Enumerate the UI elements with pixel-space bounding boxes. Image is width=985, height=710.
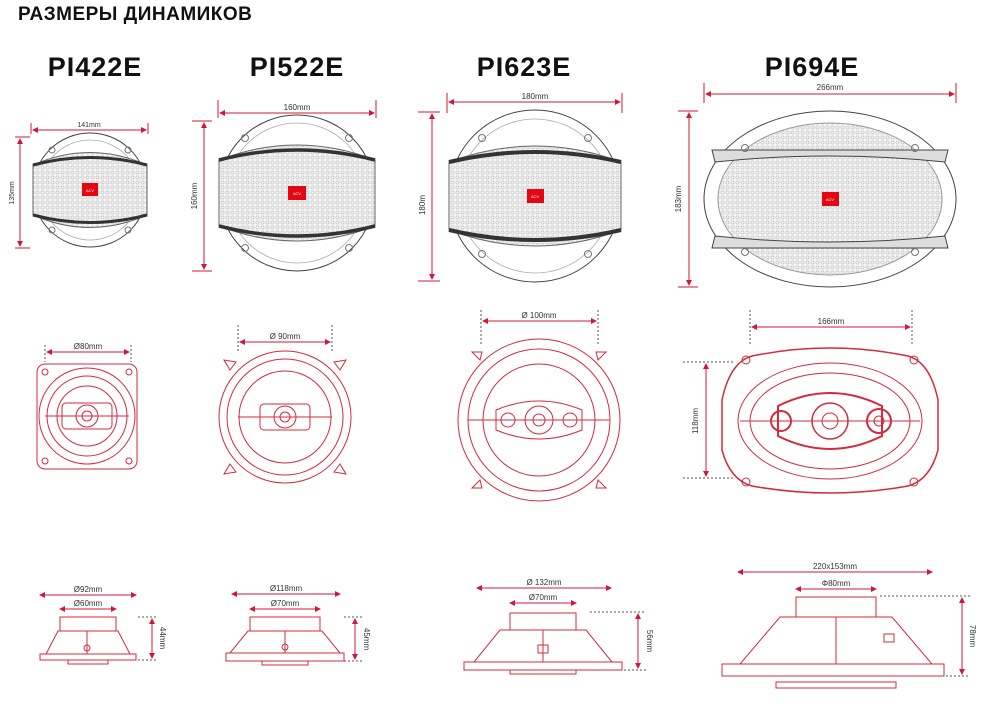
model-title-pi694e: PI694E (764, 52, 860, 82)
pi522e-side-depth: 45mm (362, 628, 371, 651)
pi422e-rear-view (36, 363, 138, 470)
pi522e-side-inner: Ø70mm (271, 599, 300, 608)
model-title-pi623e: PI623E (476, 52, 572, 82)
acv-logo-text: ACV (86, 188, 95, 193)
acv-logo (822, 192, 839, 206)
pi694e-side-view (721, 596, 945, 689)
pi694e-front-view: ACV (703, 110, 957, 288)
acv-logo (82, 183, 98, 196)
pi694e-side-inner: Φ80mm (822, 579, 851, 588)
pi623e-front-view: ACV (448, 109, 622, 283)
pi422e-width-label: 141mm (77, 122, 101, 129)
acv-logo-text: ACV (293, 191, 302, 196)
pi623e-side-outer: Ø 132mm (526, 578, 561, 587)
pi694e-width-label: 266mm (817, 83, 844, 92)
pi623e-rear-view (457, 338, 621, 502)
pi422e-side-depth: 44mm (158, 627, 167, 650)
pi522e-side-outer: Ø118mm (270, 584, 303, 593)
pi422e-height-label: 135mm (9, 181, 16, 205)
pi422e-side-outer: Ø92mm (74, 585, 103, 594)
pi422e-front-view: ACV (32, 132, 148, 248)
pi522e-side-view (225, 616, 345, 666)
pi623e-height-label: 180m (418, 195, 427, 215)
acv-logo (288, 186, 306, 200)
pi694e-side-outer: 220x153mm (813, 562, 857, 571)
pi694e-rear-height: 118mm (691, 408, 700, 434)
pi522e-rear-view (218, 350, 352, 484)
pi522e-width-label: 160mm (284, 103, 311, 112)
pi422e-side-inner: Ø60mm (74, 599, 103, 608)
pi522e-height-label: 160mm (190, 182, 199, 209)
acv-logo (527, 189, 544, 203)
pi623e-side-inner: Ø70mm (529, 593, 558, 602)
page-title: РАЗМЕРЫ ДИНАМИКОВ (18, 4, 253, 25)
pi623e-width-label: 180mm (522, 92, 549, 101)
pi522e-rear-diameter: Ø 90mm (270, 332, 301, 341)
model-title-pi422e: PI422E (47, 52, 143, 82)
pi694e-height-label: 183mm (674, 185, 683, 212)
model-title-pi522e: PI522E (249, 52, 345, 82)
acv-logo-text: ACV (826, 197, 835, 202)
pi522e-front-view: ACV (218, 114, 376, 272)
pi623e-side-depth: 56mm (645, 630, 654, 653)
acv-logo-text: ACV (531, 194, 540, 199)
pi422e-side-view (39, 616, 137, 665)
pi623e-rear-diameter: Ø 100mm (521, 311, 556, 320)
pi694e-rear-view (721, 347, 939, 494)
pi422e-rear-diameter: Ø80mm (74, 342, 103, 351)
pi623e-side-view (463, 612, 623, 675)
pi694e-rear-width: 166mm (818, 317, 845, 326)
pi694e-side-depth: 78mm (968, 625, 977, 648)
